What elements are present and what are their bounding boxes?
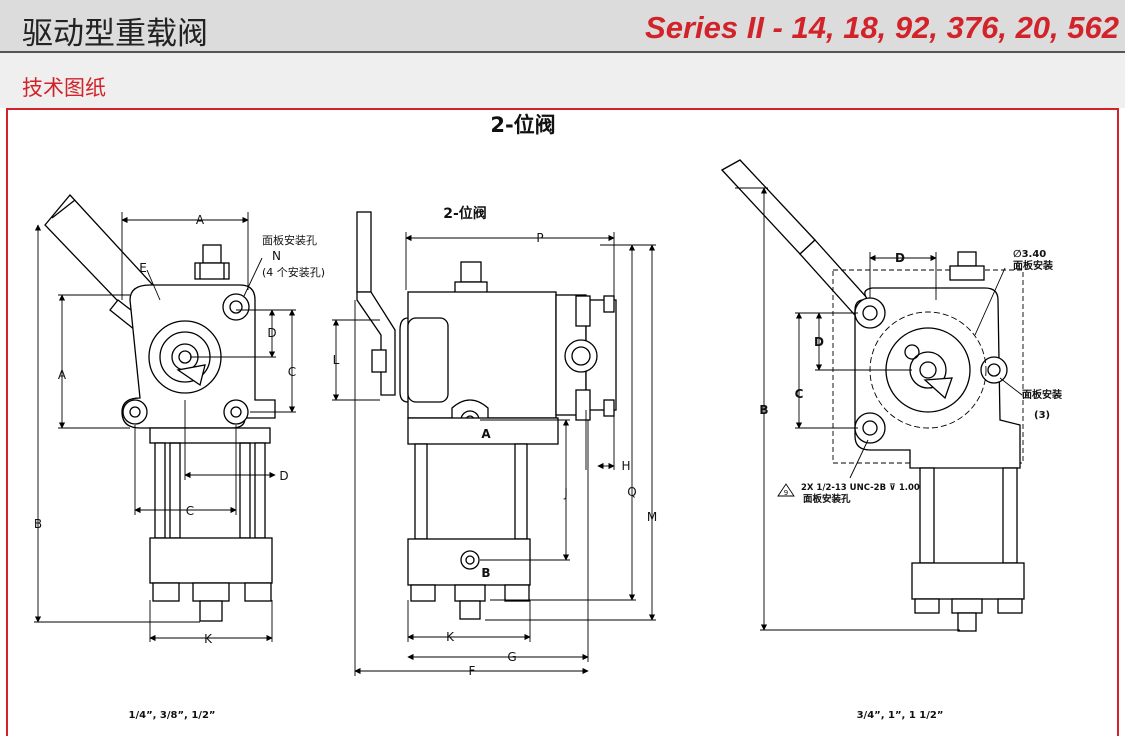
- size-caption-left: 1/4”, 3/8”, 1/2”: [129, 710, 216, 721]
- dim-N: N: [272, 249, 281, 263]
- panel-mount-side: 面板安装: [1022, 388, 1062, 401]
- mount-hole-count: (4 个安装孔): [262, 265, 325, 279]
- left-view: [34, 194, 296, 642]
- dim-F: F: [469, 664, 476, 678]
- port-A: A: [481, 427, 491, 441]
- page-title: 驱动型重载阀: [22, 16, 208, 52]
- thread-hole-label: 面板安装孔: [803, 493, 851, 505]
- dim-K-mid: K: [446, 630, 455, 644]
- middle-view: [332, 211, 656, 676]
- section-band: [0, 53, 1125, 108]
- panel-hole-label: 面板安装孔: [262, 233, 317, 247]
- header-bar: [0, 0, 1125, 53]
- dim-A-top: A: [196, 213, 205, 227]
- dim-E: E: [139, 261, 147, 275]
- dim-K: K: [204, 632, 213, 646]
- port-B: B: [481, 566, 490, 580]
- dim-L: L: [333, 353, 340, 367]
- header-divider: [0, 51, 1125, 53]
- dim-D-right: D: [267, 326, 276, 340]
- main-title: 2-位阀: [490, 113, 555, 137]
- dim-P: P: [536, 231, 543, 245]
- right-view-labels: D ∅3.40 面板安装 D C B 面板安装 (3) 9 2X 1/2-13 …: [759, 249, 1062, 505]
- thread-callout: 2X 1/2-13 UNC-2B ⊽ 1.00: [801, 483, 920, 493]
- section-title: 技术图纸: [22, 76, 106, 100]
- dim-B-right-view: B: [759, 403, 768, 417]
- dim-Q: Q: [627, 485, 636, 499]
- dim-B: B: [34, 517, 42, 531]
- panel-mount-top: 面板安装: [1013, 259, 1053, 272]
- dim-M: M: [647, 510, 657, 524]
- dim-D-low: D: [279, 469, 288, 483]
- dim-A-side: A: [58, 368, 67, 382]
- sub-title: 2-位阀: [443, 205, 487, 222]
- dim-C-right: C: [288, 365, 296, 379]
- right-view: [720, 159, 1025, 632]
- dim-C-right-view: C: [795, 387, 804, 401]
- dim-D-side-right: D: [814, 335, 824, 349]
- middle-view-labels: P L A B H J Q M K G F: [333, 231, 658, 678]
- dia-label: ∅3.40: [1013, 249, 1046, 260]
- panel-mount-side-note: (3): [1034, 410, 1050, 421]
- dim-G: G: [507, 650, 516, 664]
- dim-C-low: C: [186, 504, 194, 518]
- dim-D-top-right: D: [895, 251, 905, 265]
- series-title: Series II - 14, 18, 92, 376, 20, 562: [645, 10, 1119, 45]
- dim-H: H: [621, 459, 630, 473]
- left-view-labels: A E 面板安装孔 N (4 个安装孔) A D C D C B K: [34, 213, 325, 646]
- size-caption-right: 3/4”, 1”, 1 1/2”: [857, 710, 944, 721]
- dim-J: J: [563, 486, 568, 500]
- thread-note-mark: 9: [784, 489, 788, 497]
